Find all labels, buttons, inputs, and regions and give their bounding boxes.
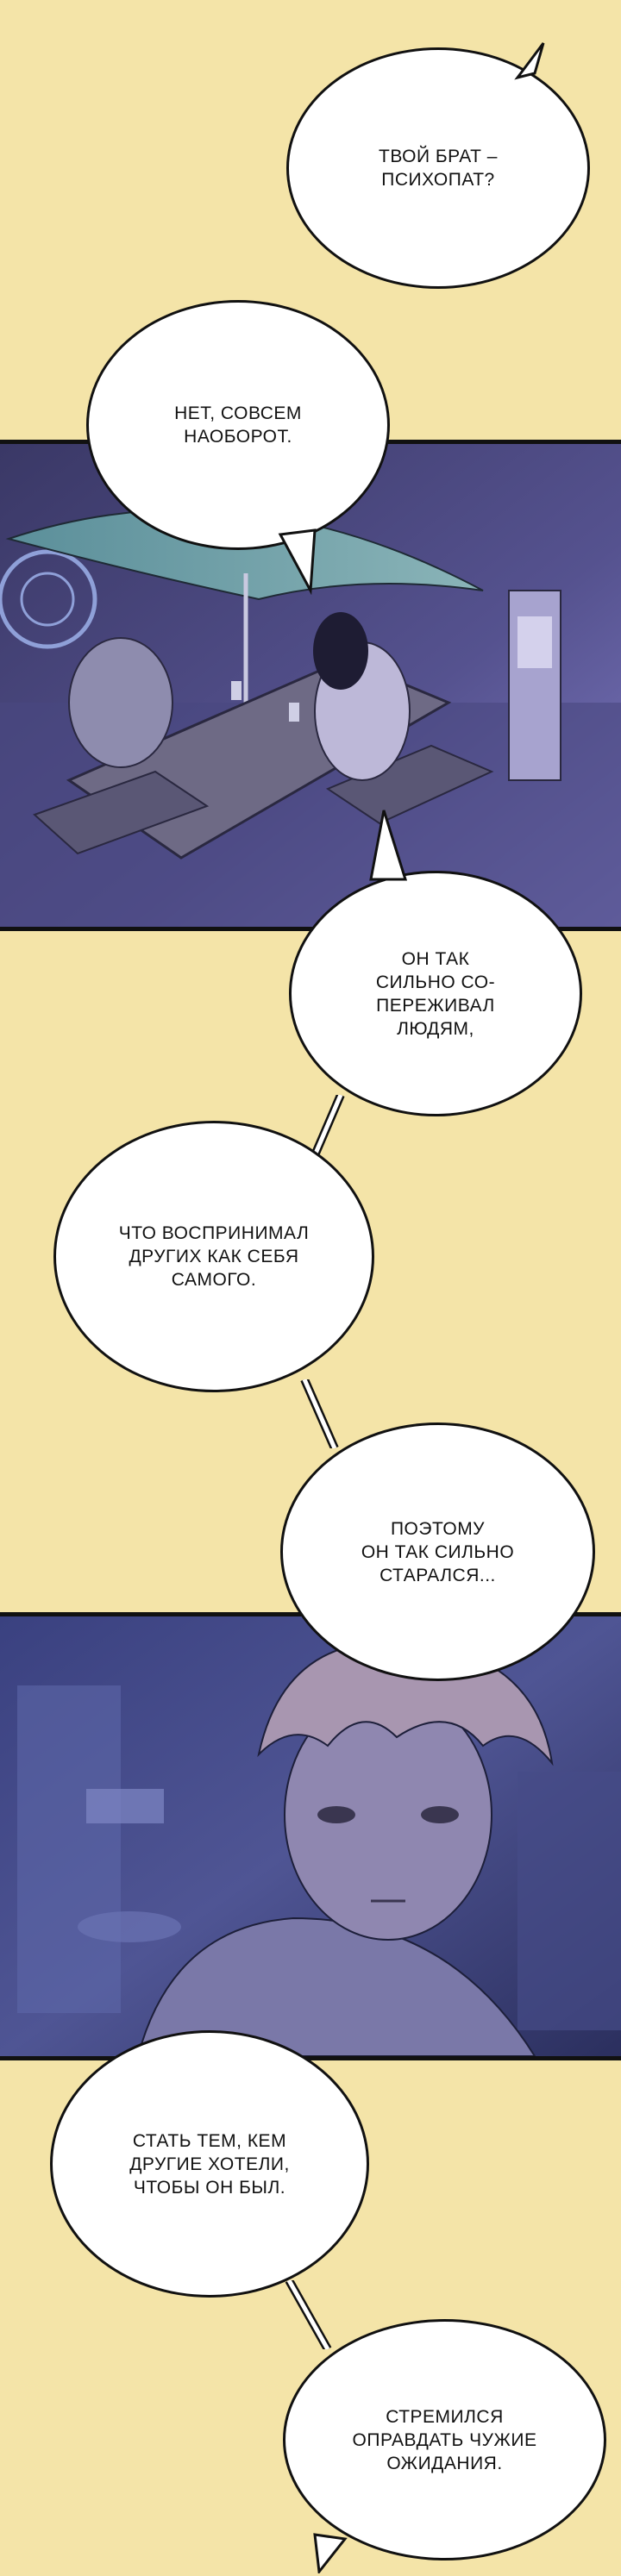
speech-bubble-6-text: Стать тем, кем другие хотели, чтобы он б… [129,2130,290,2198]
speech-bubble-7-text: Стремился оправдать чужие ожидания. [352,2406,537,2473]
night-table-umbrella-scene-illustration [0,444,621,927]
speech-bubble-4-text: что воспринимал других как себя самого. [118,1223,310,1290]
speech-bubble-3-text: Он так сильно со- переживал людям, [375,948,496,1039]
speech-bubble-2-text: Нет, совсем наоборот. [174,403,302,447]
bubble-connector-6-7 [285,2280,332,2349]
speech-bubble-5: поэтому он так сильно старался... [280,1422,595,1681]
speech-bubble-3: Он так сильно со- переживал людям, [289,871,582,1116]
speech-bubble-1: Твой брат – психопат? [286,47,590,289]
bubble-connector-3-4 [310,1095,345,1155]
speech-bubble-6: Стать тем, кем другие хотели, чтобы он б… [50,2030,369,2298]
speech-bubble-4: что воспринимал других как себя самого. [53,1121,374,1392]
bubble-connector-4-5 [300,1379,339,1448]
boy-face-closeup-illustration [0,1616,621,2056]
speech-bubble-1-tail [514,42,545,80]
speech-bubble-2: Нет, совсем наоборот. [86,300,390,550]
speech-bubble-7: Стремился оправдать чужие ожидания. [283,2319,606,2560]
speech-bubble-2-tail [278,528,317,595]
speech-bubble-7-tail [313,2533,348,2573]
panel-umbrella-scene [0,440,621,931]
panel-boy-closeup [0,1612,621,2060]
speech-bubble-1-text: Твой брат – психопат? [379,147,498,190]
speech-bubble-3-tail [369,810,408,881]
speech-bubble-5-text: поэтому он так сильно старался... [361,1518,515,1585]
